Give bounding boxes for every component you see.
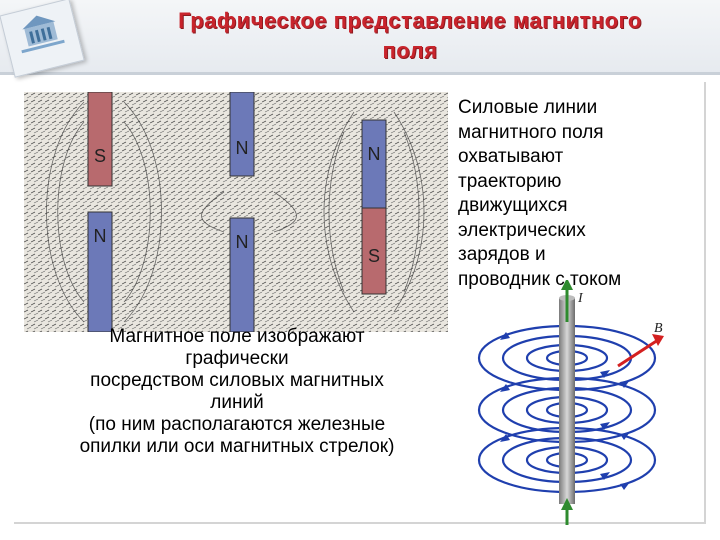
left-caption-line: графически — [30, 348, 444, 370]
left-caption-line: Магнитное поле изображают — [30, 326, 444, 348]
magnet-label-s: S — [94, 146, 106, 166]
current-label: I — [577, 291, 584, 306]
header-divider — [0, 72, 720, 75]
left-caption-line: опилки или оси магнитных стрелок) — [30, 436, 444, 458]
magnet-label-n: N — [94, 226, 107, 246]
right-text-line: магнитного поля — [458, 121, 698, 146]
magnet-label-n-right: N — [368, 144, 381, 164]
left-caption-line: (по ним располагаются железные — [30, 414, 444, 436]
right-text-line: электрических — [458, 219, 698, 244]
right-text-line: движущихся — [458, 194, 698, 219]
right-text-line: охватывают — [458, 145, 698, 170]
magnet-label-s-right: S — [368, 246, 380, 266]
right-text: Силовые линии магнитного поля охватывают… — [458, 96, 698, 292]
right-text-line: траекторию — [458, 170, 698, 195]
title-line-2: поля — [110, 36, 710, 66]
field-label: B — [654, 321, 663, 336]
magnet-label-n-top: N — [236, 138, 249, 158]
title-line-1: Графическое представление магнитного — [110, 6, 710, 36]
left-caption-line: линий — [30, 392, 444, 414]
conductor-field-diagram: I B — [470, 280, 700, 525]
page-title: Графическое представление магнитного пол… — [110, 6, 710, 66]
iron-filings-photo: S N N N N S — [24, 92, 448, 332]
magnet-label-n-bottom: N — [236, 232, 249, 252]
left-caption-line: посредством силовых магнитных — [30, 370, 444, 392]
left-caption: Магнитное поле изображают графически пос… — [30, 326, 444, 458]
right-text-line: Силовые линии — [458, 96, 698, 121]
right-text-line: зарядов и — [458, 243, 698, 268]
